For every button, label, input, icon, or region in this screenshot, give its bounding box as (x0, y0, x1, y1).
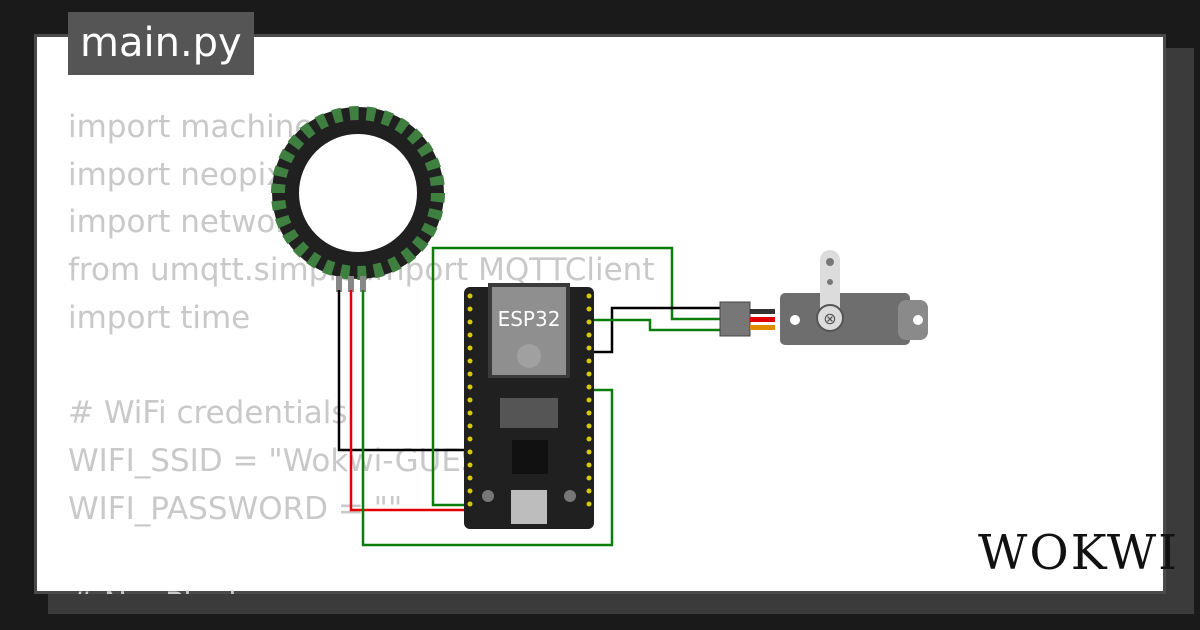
boot-button[interactable] (564, 490, 576, 502)
code-line: # WiFi credentials (68, 395, 348, 432)
wires (337, 246, 720, 547)
usb-port[interactable] (511, 490, 547, 524)
wokwi-logo: WOKWI (978, 525, 1180, 581)
servo-connector (719, 301, 775, 337)
canvas-panel: import machine import neopixel import ne… (34, 34, 1166, 594)
chip (500, 398, 558, 428)
wire-servo-signal (431, 246, 720, 507)
wire-vcc-ring (349, 290, 470, 512)
servo-horn-screw-icon: ⊗ (823, 309, 836, 328)
esp32-pins (467, 293, 592, 507)
code-line: import time (68, 299, 251, 336)
wire-vcc-servo (590, 318, 720, 332)
code-line: # NeoPixel (68, 581, 1068, 594)
file-tab[interactable]: main.py (68, 12, 254, 75)
code-preview: import machine import neopixel import ne… (68, 104, 1068, 594)
usb-chip (512, 440, 548, 474)
neopixel-ring[interactable] (271, 106, 445, 292)
wire-gnd-servo (590, 306, 720, 354)
esp32-board[interactable]: ESP32 (464, 283, 594, 529)
espressif-logo-icon (517, 344, 541, 368)
wire-gnd-ring (337, 290, 470, 452)
en-button[interactable] (482, 490, 494, 502)
servo-motor[interactable]: ⊗ (780, 250, 928, 345)
esp32-label: ESP32 (498, 307, 561, 331)
wire-data-ring (361, 290, 614, 547)
